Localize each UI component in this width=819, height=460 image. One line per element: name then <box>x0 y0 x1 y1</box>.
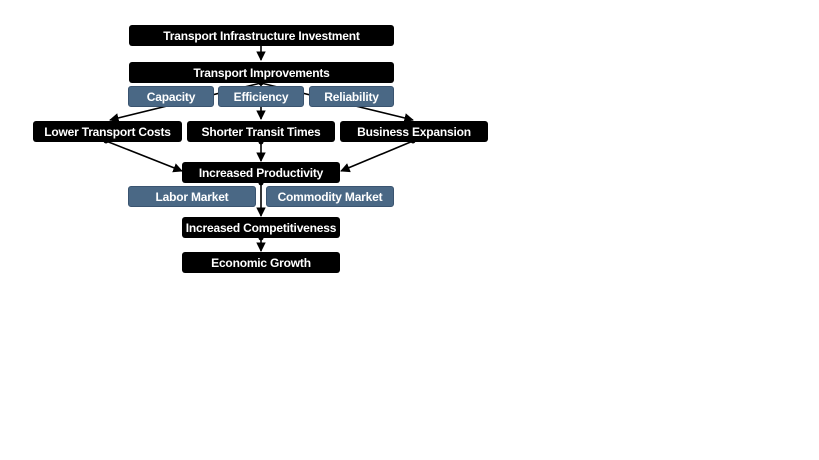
arrow-lower-costs-to-productivity <box>105 140 183 173</box>
node-capacity: Capacity <box>128 86 214 107</box>
node-transport-infrastructure-investment: Transport Infrastructure Investment <box>129 25 394 46</box>
node-reliability: Reliability <box>309 86 394 107</box>
node-business-expansion: Business Expansion <box>340 121 488 142</box>
node-shorter-transit-times: Shorter Transit Times <box>187 121 335 142</box>
node-increased-competitiveness: Increased Competitiveness <box>182 217 340 238</box>
node-lower-transport-costs: Lower Transport Costs <box>33 121 182 142</box>
node-efficiency: Efficiency <box>218 86 304 107</box>
node-economic-growth: Economic Growth <box>182 252 340 273</box>
node-transport-improvements: Transport Improvements <box>129 62 394 83</box>
node-labor-market: Labor Market <box>128 186 256 207</box>
node-increased-productivity: Increased Productivity <box>182 162 340 183</box>
node-commodity-market: Commodity Market <box>266 186 394 207</box>
arrow-business-expansion-to-productivity <box>340 140 414 173</box>
